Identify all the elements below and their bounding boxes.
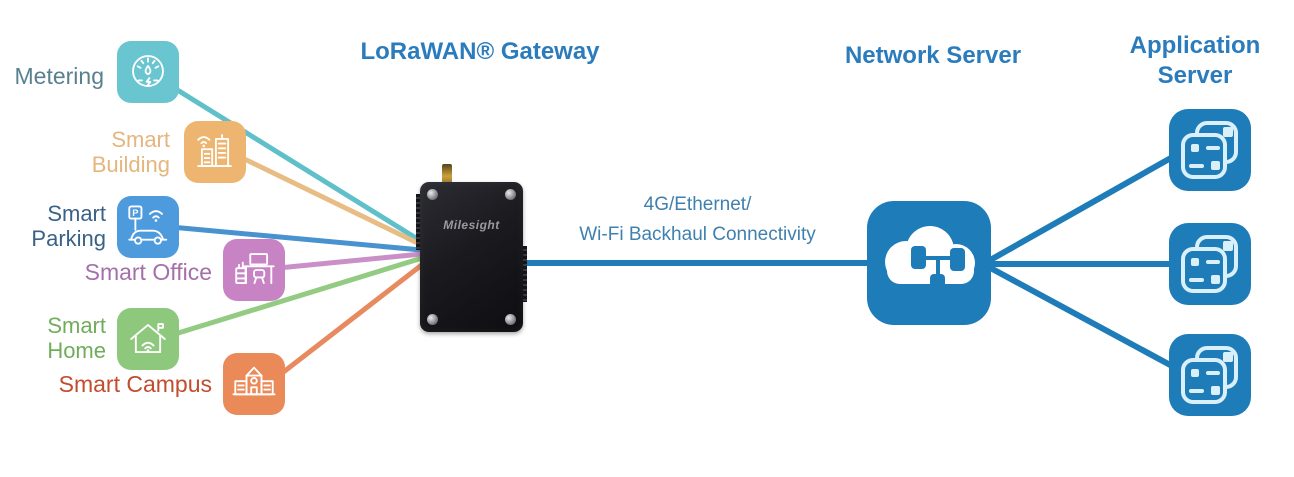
application-server-icon-1 — [1168, 108, 1252, 192]
connection-line-smart-parking — [157, 223, 435, 254]
smart-building-label: Smart Building — [40, 127, 170, 177]
application-server-title-line1: Application — [1129, 32, 1261, 59]
smart-home-label: Smart Home — [0, 313, 106, 363]
connection-line-network-to-app-server-1 — [982, 147, 1188, 266]
smart-building-icon — [184, 121, 246, 183]
gateway-screw-top-right — [505, 189, 516, 200]
gateway-screw-bottom-right — [505, 314, 516, 325]
smart-parking-icon: P — [117, 196, 179, 258]
lorawan-gateway-device: Milesight — [416, 164, 527, 332]
gateway-title: LoRaWAN® Gateway — [360, 38, 600, 65]
smart-campus-label: Smart Campus — [20, 371, 212, 398]
application-server-icon-3 — [1168, 333, 1252, 417]
backhaul-connectivity-label: 4G/Ethernet/ Wi-Fi Backhaul Connectivity — [545, 190, 850, 250]
gateway-brand-logo: Milesight — [443, 218, 500, 232]
smart-home-label-line2: Home — [47, 338, 106, 363]
connection-line-smart-campus — [265, 254, 435, 387]
connection-line-network-to-app-server-3 — [982, 262, 1188, 376]
smart-building-label-line1: Smart — [111, 127, 170, 152]
smart-office-label-text: Smart Office — [84, 259, 212, 285]
backhaul-label-line1: 4G/Ethernet/ — [643, 194, 752, 215]
application-server-icon-2 — [1168, 222, 1252, 306]
application-server-title: Application Server — [1110, 31, 1280, 91]
network-server-title: Network Server — [844, 42, 1022, 69]
metering-label: Metering — [0, 63, 104, 90]
smart-campus-label-text: Smart Campus — [58, 371, 212, 397]
smart-parking-label-line1: Smart — [47, 201, 106, 226]
smart-home-label-line1: Smart — [47, 313, 106, 338]
smart-parking-label: Smart Parking — [0, 201, 106, 251]
connection-line-smart-building — [227, 149, 435, 253]
smart-office-label: Smart Office — [40, 259, 212, 286]
gateway-heatsink-fins-right — [520, 246, 527, 302]
smart-office-icon — [223, 239, 285, 301]
smart-building-label-line2: Building — [91, 152, 170, 177]
connection-line-smart-office — [265, 250, 435, 272]
metering-label-text: Metering — [14, 63, 104, 89]
smart-parking-label-line2: Parking — [31, 226, 106, 251]
gateway-screw-bottom-left — [427, 314, 438, 325]
network-server-cloud-icon — [866, 200, 992, 326]
smart-home-icon — [117, 308, 179, 370]
metering-gauge-icon — [117, 41, 179, 103]
svg-text:P: P — [132, 208, 138, 218]
smart-campus-icon — [223, 353, 285, 415]
gateway-body: Milesight — [420, 182, 523, 332]
backhaul-label-line2: Wi-Fi Backhaul Connectivity — [579, 224, 816, 245]
gateway-antenna-connector — [442, 164, 452, 184]
gateway-screw-top-left — [427, 189, 438, 200]
application-server-title-line2: Server — [1157, 62, 1233, 89]
